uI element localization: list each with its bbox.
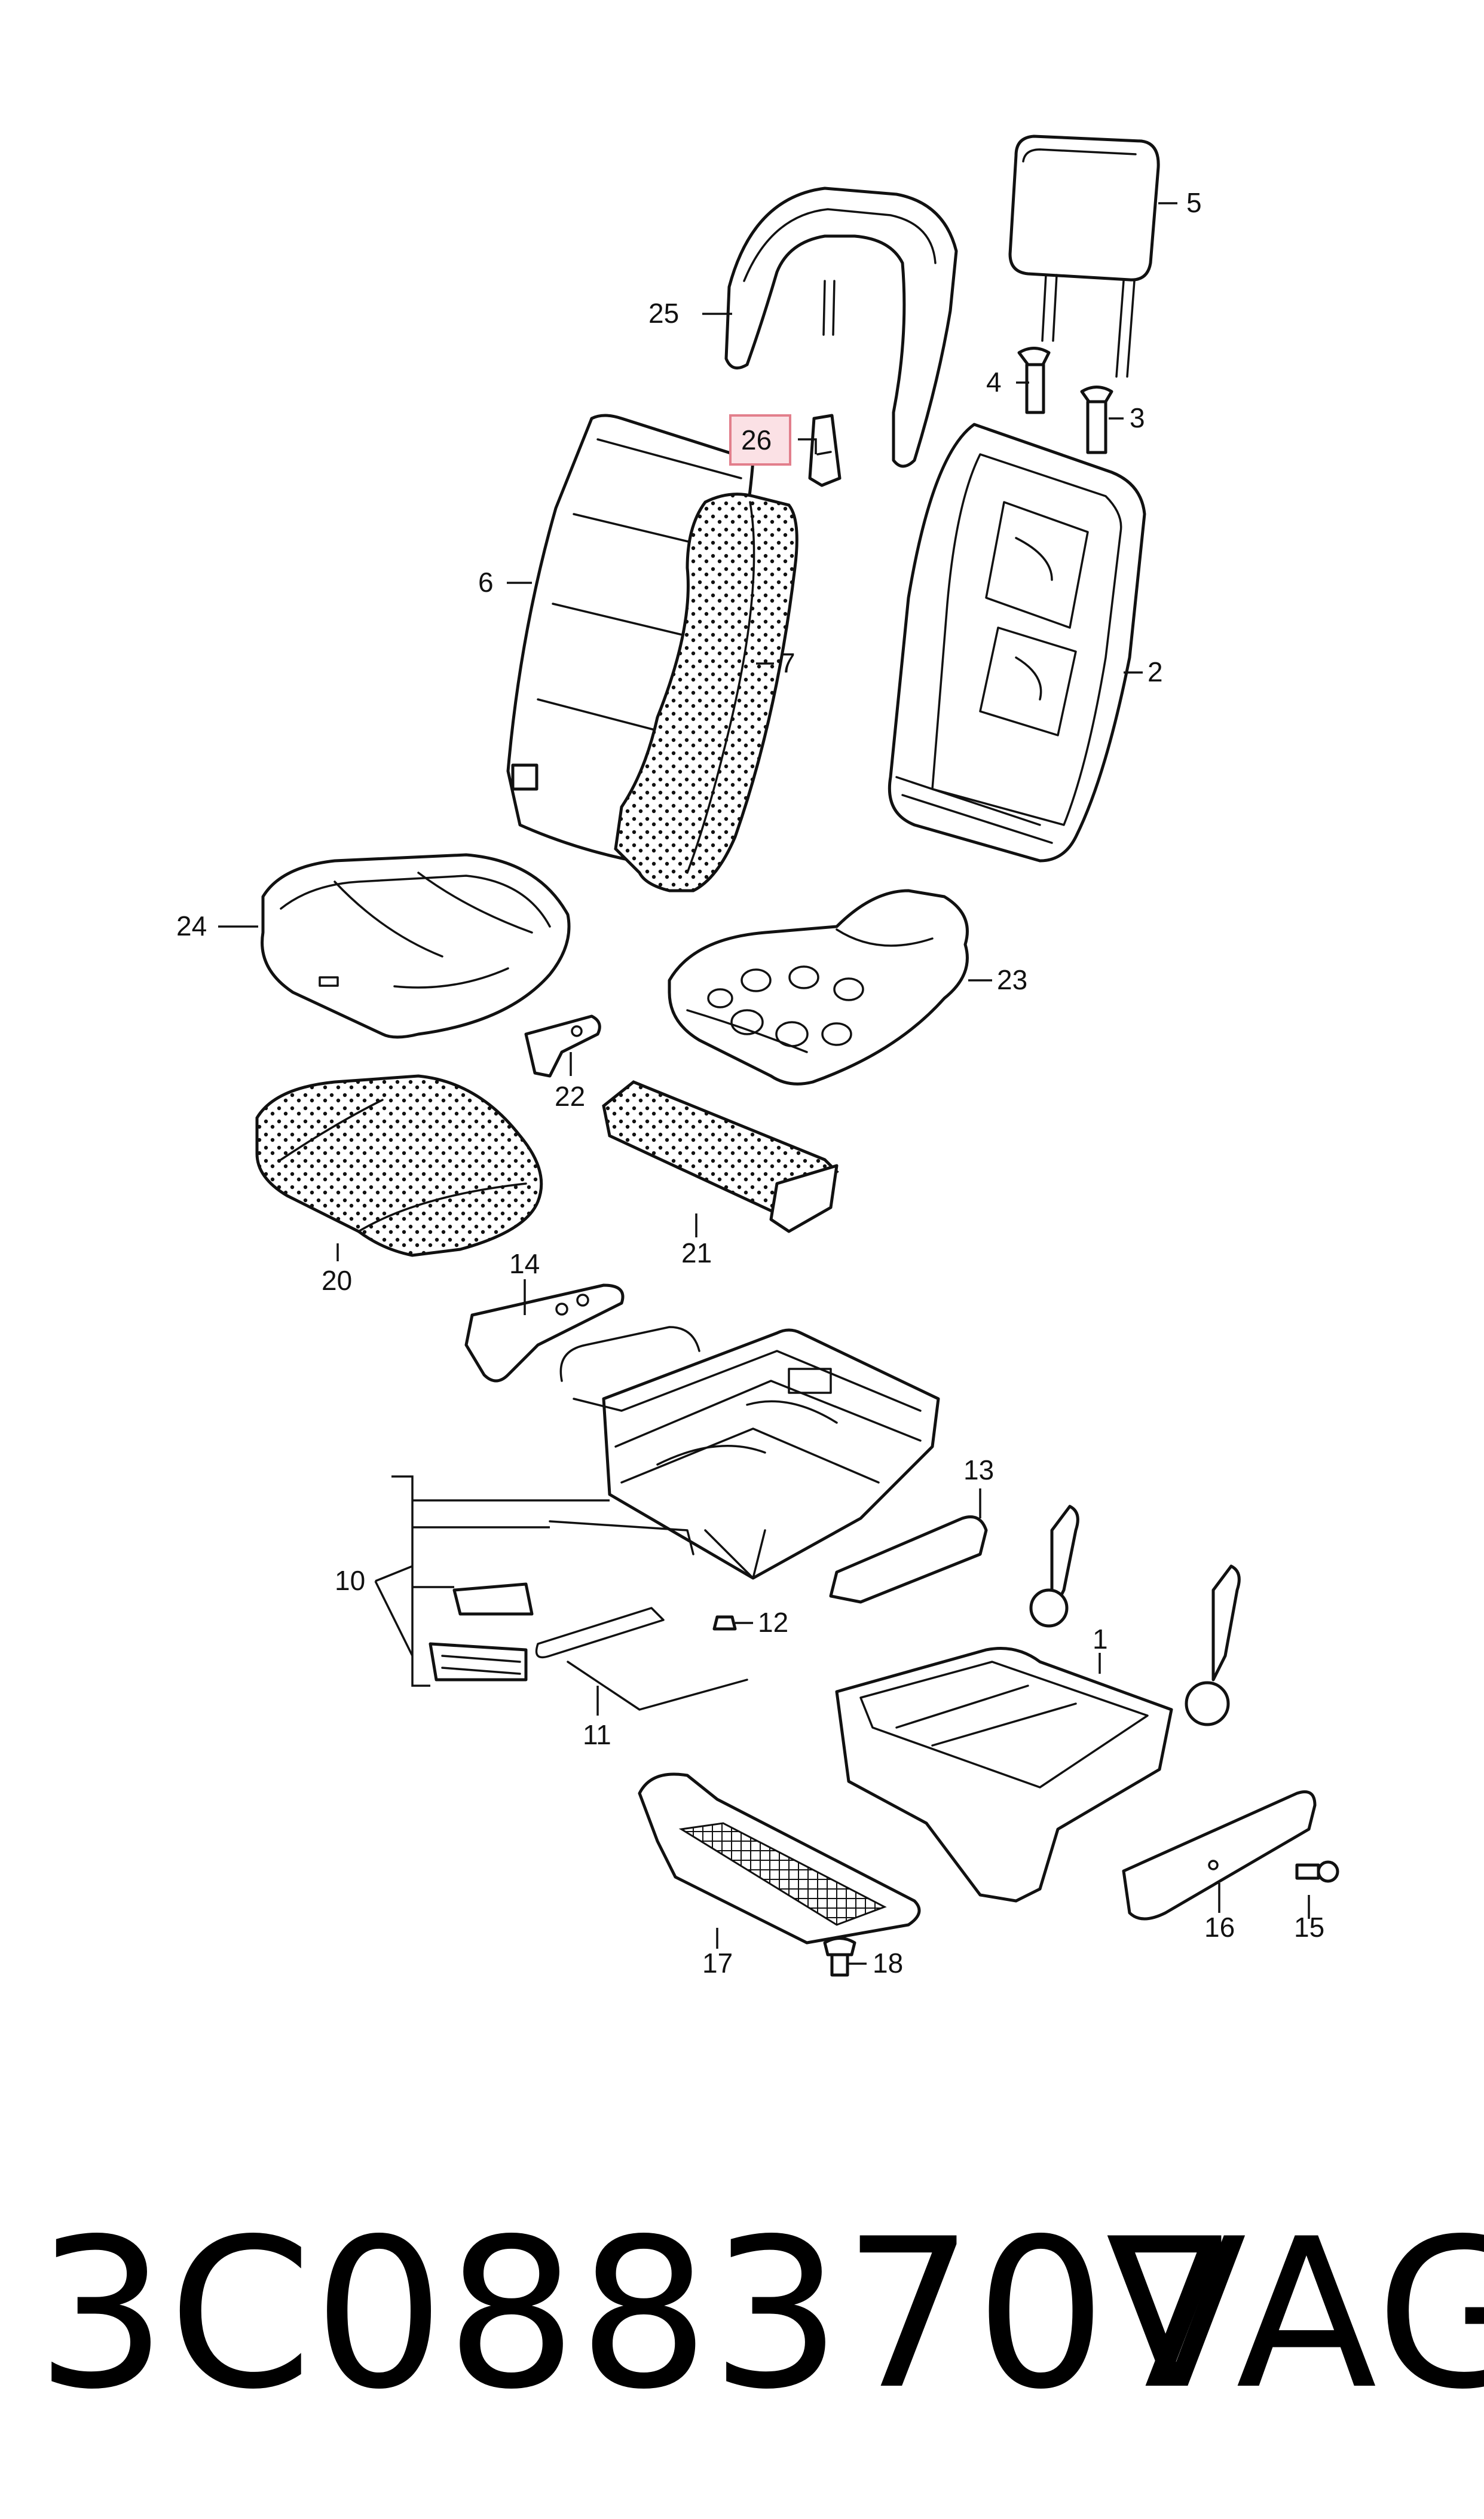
bolt-part xyxy=(712,1615,737,1631)
callout-24: 24 xyxy=(176,910,207,941)
callout-12: 12 xyxy=(758,1607,788,1638)
part-number-label: 3C0883707 xyxy=(36,2195,1240,2435)
callout-20: 20 xyxy=(322,1265,352,1296)
callout-13: 13 xyxy=(963,1454,994,1485)
seat-cover-part xyxy=(261,853,571,1039)
bottom-trim-part xyxy=(638,1772,921,1945)
trim-piece-part xyxy=(464,1283,625,1383)
callout-11: 11 xyxy=(583,1719,611,1750)
callout-14: 14 xyxy=(509,1248,540,1279)
leader-lines xyxy=(218,202,1310,1965)
screw-part xyxy=(1295,1860,1339,1883)
callout-3: 3 xyxy=(1130,402,1145,433)
callout-21: 21 xyxy=(681,1237,712,1268)
callout-22: 22 xyxy=(555,1081,585,1112)
callout-25: 25 xyxy=(648,298,679,329)
wire-part xyxy=(535,1607,748,1711)
callout-6: 6 xyxy=(478,567,494,598)
side-bolster-part xyxy=(602,1080,839,1233)
callout-17: 17 xyxy=(702,1948,733,1979)
callout-26: 26 xyxy=(741,424,772,456)
backrest-frame-part xyxy=(888,423,1146,863)
headrest-trim-part xyxy=(724,187,958,468)
seat-frame-part xyxy=(559,1326,940,1580)
callout-18: 18 xyxy=(873,1948,903,1979)
callout-1: 1 xyxy=(1093,1624,1108,1655)
callout-10: 10 xyxy=(335,1565,365,1596)
headrest-guide-part xyxy=(1017,347,1113,454)
clip-part xyxy=(808,414,842,487)
brand-label: VAG xyxy=(1106,2195,1484,2435)
wire-bracket-group-part xyxy=(429,1520,694,1682)
callout-4: 4 xyxy=(986,366,1002,398)
callout-2: 2 xyxy=(1148,656,1163,687)
lower-trim-part xyxy=(829,1515,988,1604)
callout-15: 15 xyxy=(1294,1912,1324,1943)
callout-5: 5 xyxy=(1186,187,1202,218)
bracket-part xyxy=(524,1014,601,1078)
clip-18-part xyxy=(823,1937,856,1977)
seat-padding-part xyxy=(255,1074,543,1257)
backrest-padding-part xyxy=(614,493,798,892)
callout-labels: 5 4 3 25 26 6 7 2 24 23 22 20 21 14 13 1… xyxy=(176,187,1324,1979)
seat-exploded-diagram: 5 4 3 25 26 6 7 2 24 23 22 20 21 14 13 1… xyxy=(176,134,1339,1979)
callout-23: 23 xyxy=(997,964,1027,995)
callout-16: 16 xyxy=(1204,1912,1235,1943)
seat-cushion-part xyxy=(668,889,969,1086)
side-trim-part xyxy=(1122,1790,1317,1921)
seat-base-part xyxy=(835,1505,1241,1903)
headrest-part xyxy=(1008,134,1160,378)
callout-26-highlight xyxy=(729,414,791,466)
callout-7: 7 xyxy=(780,647,795,678)
